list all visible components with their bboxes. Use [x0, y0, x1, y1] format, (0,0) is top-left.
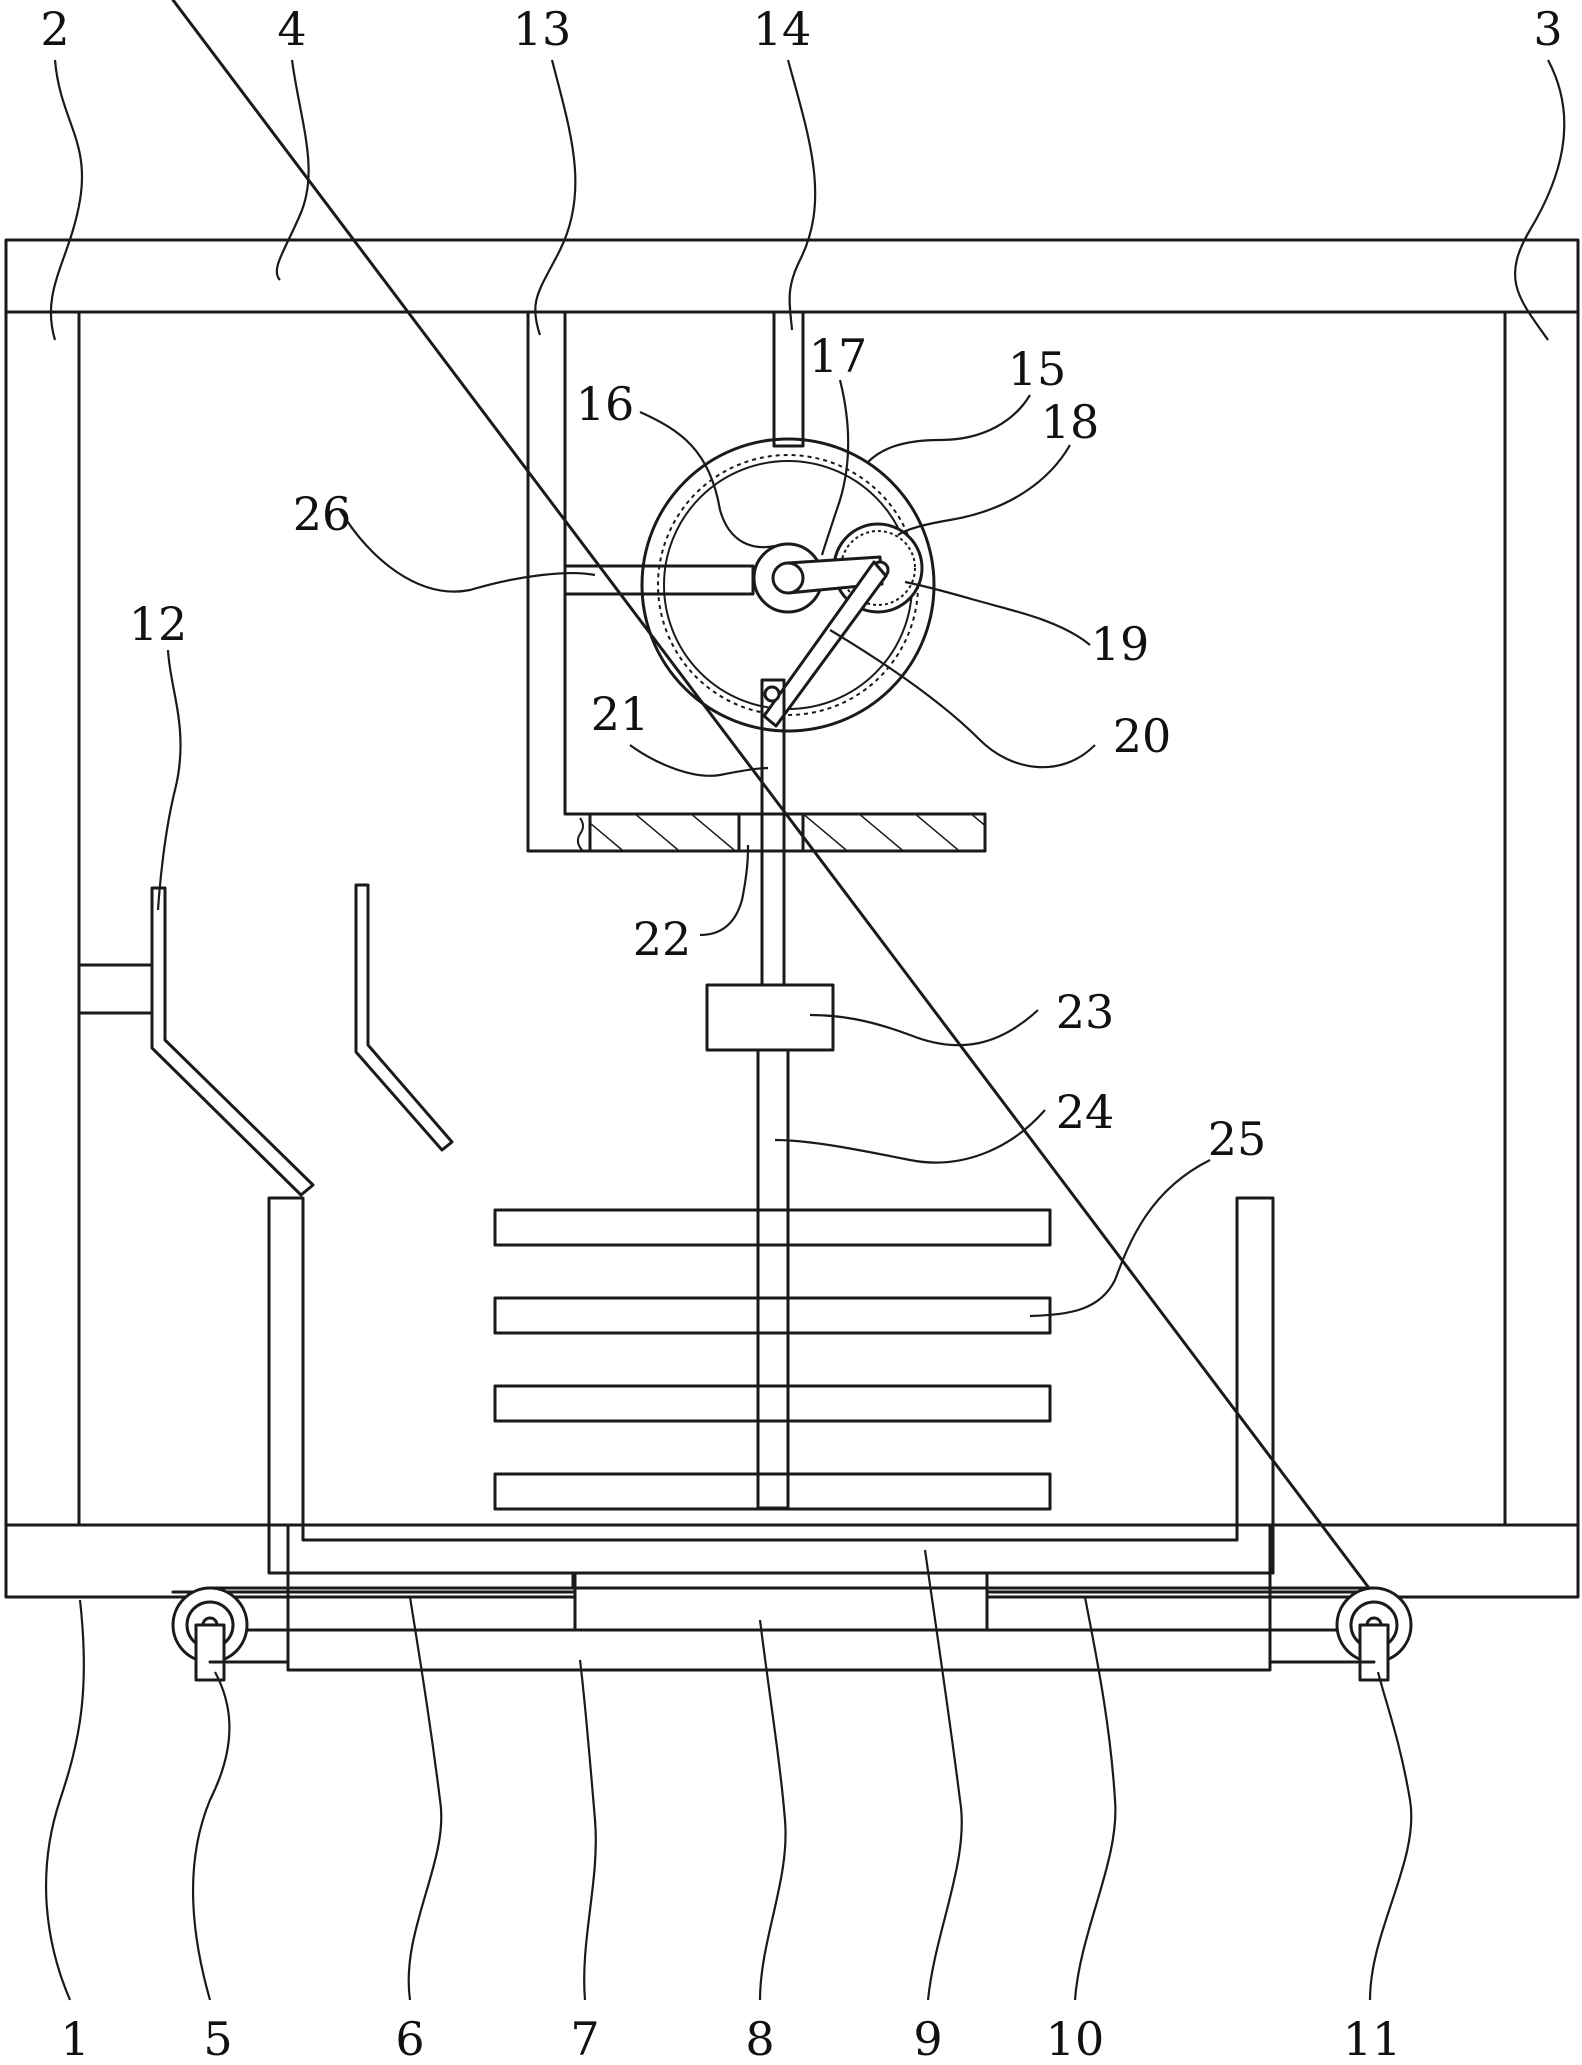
- link-20: [762, 560, 888, 728]
- label-22: 22: [633, 912, 692, 966]
- paddles: [493, 1208, 1052, 1511]
- base-block-7: [286, 1628, 1272, 1672]
- leader-18: [897, 444, 1071, 536]
- label-14: 14: [753, 2, 812, 56]
- label-11: 11: [1343, 2012, 1402, 2065]
- roller-5-post: [194, 1623, 226, 1682]
- leader-5: [191, 1671, 231, 2001]
- conveyor: [171, 0, 1413, 1682]
- leader-16: [639, 410, 776, 549]
- leader-12: [156, 649, 182, 911]
- label-25: 25: [1208, 1112, 1267, 1166]
- gear-assembly: [640, 437, 936, 733]
- label-16: 16: [576, 377, 635, 431]
- support-edges: [571, 1571, 989, 1590]
- label-3: 3: [1533, 2, 1562, 56]
- left-post: [4, 310, 81, 1527]
- leader-3: [1514, 59, 1566, 341]
- label-2: 2: [40, 2, 69, 56]
- label-24: 24: [1056, 1085, 1115, 1139]
- shaft-pin: [763, 685, 781, 703]
- top-beam: [4, 238, 1580, 314]
- hopper-bracket: [77, 963, 154, 1015]
- label-4: 4: [277, 2, 306, 56]
- leader-9: [923, 1549, 963, 2001]
- belt-upper: [171, 0, 1374, 1594]
- label-18: 18: [1041, 395, 1100, 449]
- paddle-4: [493, 1472, 1052, 1511]
- leader-23: [809, 1009, 1039, 1047]
- label-7: 7: [570, 2012, 599, 2065]
- leader-10: [1073, 1596, 1117, 2001]
- label-13: 13: [513, 2, 572, 56]
- leader-15: [867, 394, 1031, 463]
- block-23: [705, 983, 835, 1052]
- ring-gear-15: [640, 437, 936, 733]
- motor-shaft: [771, 561, 805, 595]
- label-5: 5: [203, 2012, 232, 2065]
- paddle-1: [493, 1208, 1052, 1247]
- leader-lines: [44, 59, 1566, 2001]
- label-10: 10: [1046, 2012, 1105, 2065]
- leader-22: [699, 844, 750, 937]
- leader-19: [904, 580, 1091, 646]
- leader-20: [829, 629, 1096, 769]
- label-6: 6: [395, 2012, 424, 2065]
- roller-11-post: [1358, 1623, 1390, 1682]
- leader-13: [534, 59, 577, 336]
- leader-25: [1029, 1159, 1211, 1318]
- label-12: 12: [129, 597, 188, 651]
- label-1: 1: [60, 2012, 89, 2065]
- paddle-2: [493, 1296, 1052, 1335]
- label-15: 15: [1008, 342, 1067, 396]
- leader-17: [820, 379, 850, 556]
- label-23: 23: [1056, 985, 1115, 1039]
- hopper-left-wall: [150, 886, 315, 1197]
- label-9: 9: [913, 2012, 942, 2065]
- support-block-8: [573, 1571, 989, 1632]
- leader-26: [339, 509, 596, 593]
- frame: [4, 238, 1580, 1599]
- leader-1: [44, 1599, 86, 2001]
- leader-7: [578, 1659, 597, 2001]
- leader-21: [629, 744, 769, 777]
- leader-2: [49, 59, 84, 341]
- lower-shaft-24: [756, 1048, 790, 1510]
- right-post: [1503, 310, 1580, 1527]
- label-21: 21: [591, 687, 650, 741]
- hopper: [77, 883, 454, 1197]
- label-19: 19: [1091, 617, 1150, 671]
- part-labels: 2 4 13 14 3 17 15 18 16 26 19 20 21 12 2…: [40, 2, 1562, 2065]
- shaft-assembly: [705, 678, 835, 1510]
- leader-14: [786, 59, 817, 331]
- hopper-right-wall: [354, 883, 454, 1152]
- leader-4: [275, 59, 310, 281]
- label-8: 8: [745, 2012, 774, 2065]
- label-20: 20: [1113, 709, 1172, 763]
- leader-24: [774, 1109, 1046, 1164]
- leader-8: [758, 1619, 787, 2001]
- leader-11: [1368, 1671, 1413, 2001]
- label-26: 26: [293, 487, 352, 541]
- leader-6: [407, 1596, 443, 2001]
- paddle-3: [493, 1384, 1052, 1423]
- rod-14: [772, 310, 805, 448]
- break-line: [576, 817, 584, 851]
- label-17: 17: [809, 329, 868, 383]
